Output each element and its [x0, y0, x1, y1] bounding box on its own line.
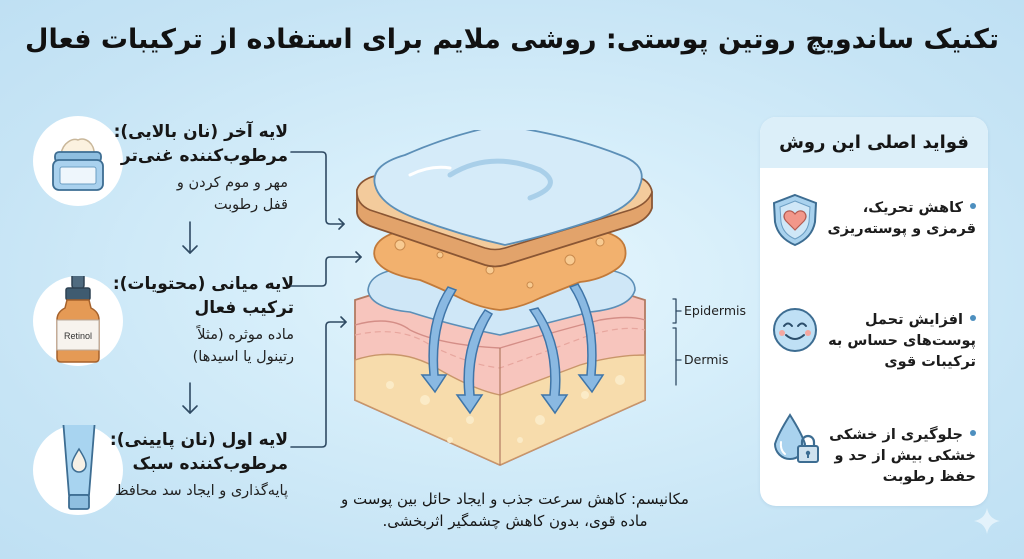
bottle-label: Retinol: [64, 331, 92, 341]
mechanism-line-2: ماده قوی، بدون کاهش چشمگیر اثربخشی.: [382, 512, 648, 530]
connector-bottom-to-skin: [290, 316, 347, 448]
epidermis-label: Epidermis: [684, 303, 747, 318]
serum-bottle-icon: Retinol: [56, 267, 100, 363]
step-bottom-heading-1: لایه اول (نان پایینی):: [109, 430, 288, 450]
step-top-desc-1: مهر و موم کردن و: [176, 175, 288, 191]
step-middle-icon-circle: Retinol: [33, 267, 123, 366]
step-middle-layer: لایه میانی (محتویات): ترکیب فعال ماده مو…: [84, 272, 294, 368]
benefit-2-line-1: افزایش تحمل: [864, 312, 963, 328]
arrow-down-icon: [182, 382, 198, 414]
smiley-face-icon: [773, 308, 817, 352]
connector-middle-to-active: [290, 251, 362, 287]
cream-jar-icon: [52, 138, 104, 191]
benefit-2-line-2: پوست‌های حساس به: [828, 333, 976, 349]
top-moisturizer-layer: [373, 130, 643, 246]
shield-heart-icon: [772, 193, 818, 247]
step-top-heading-2: مرطوب‌کننده غنی‌تر: [120, 146, 288, 166]
step-middle-heading-2: ترکیب فعال: [194, 298, 294, 318]
bullet-icon: [970, 203, 976, 209]
benefit-item-reduce-irritation: کاهش تحریک، قرمزی و پوسته‌ریزی: [816, 198, 976, 240]
step-top-layer: لایه آخر (نان بالایی): مرطوب‌کننده غنی‌ت…: [88, 120, 288, 216]
absorption-arrows-icon: [420, 283, 605, 415]
skin-sandwich-illustration: [354, 130, 653, 466]
benefits-panel-title: فواید اصلی این روش: [760, 117, 988, 168]
benefit-3-line-2: خشکی بیش از حد و: [834, 448, 976, 464]
mechanism-caption: مکانیسم: کاهش سرعت جذب و ایجاد حائل بین …: [300, 488, 730, 532]
step-top-desc-2: قفل رطوبت: [213, 197, 288, 213]
benefit-1-line-2: قرمزی و پوسته‌ریزی: [827, 221, 976, 237]
step-bottom-heading-2: مرطوب‌کننده سبک: [132, 454, 288, 474]
benefit-item-increase-tolerance: افزایش تحمل پوست‌های حساس به ترکیبات قوی: [816, 310, 976, 373]
step-middle-desc-1: ماده موثره (مثلاً: [197, 327, 294, 343]
active-ingredient-layer: [373, 229, 627, 311]
epidermis-bracket: [672, 298, 682, 324]
benefit-item-prevent-dryness: جلوگیری از خشکی خشکی بیش از حد و حفظ رطو…: [816, 425, 976, 488]
water-drop-lock-icon: [773, 413, 819, 463]
benefit-3-line-1: جلوگیری از خشکی: [829, 427, 963, 443]
benefit-2-line-3: ترکیبات قوی: [884, 354, 976, 370]
dermis-label: Dermis: [684, 352, 729, 367]
step-bottom-layer: لایه اول (نان پایینی): مرطوب‌کننده سبک پ…: [68, 428, 288, 502]
bullet-icon: [970, 430, 976, 436]
benefit-1-line-1: کاهش تحریک،: [862, 200, 963, 216]
bullet-icon: [970, 315, 976, 321]
connector-top-to-bread: [290, 151, 345, 230]
step-middle-heading-1: لایه میانی (محتویات):: [112, 274, 294, 294]
dermis-bracket: [672, 327, 682, 386]
step-top-icon-circle: [33, 116, 123, 206]
page-title: تکنیک ساندویچ روتین پوستی: روشی ملایم بر…: [25, 24, 999, 55]
step-bottom-desc-1: پایه‌گذاری و ایجاد سد محافظ: [115, 483, 288, 499]
mechanism-line-1: مکانیسم: کاهش سرعت جذب و ایجاد حائل بین …: [341, 490, 689, 508]
sparkle-icon: [974, 508, 1000, 534]
arrow-down-icon: [182, 221, 198, 254]
step-middle-desc-2: رتینول یا اسیدها): [192, 349, 294, 365]
benefit-3-line-3: حفظ رطوبت: [882, 469, 976, 485]
step-top-heading-1: لایه آخر (نان بالایی):: [113, 122, 288, 142]
